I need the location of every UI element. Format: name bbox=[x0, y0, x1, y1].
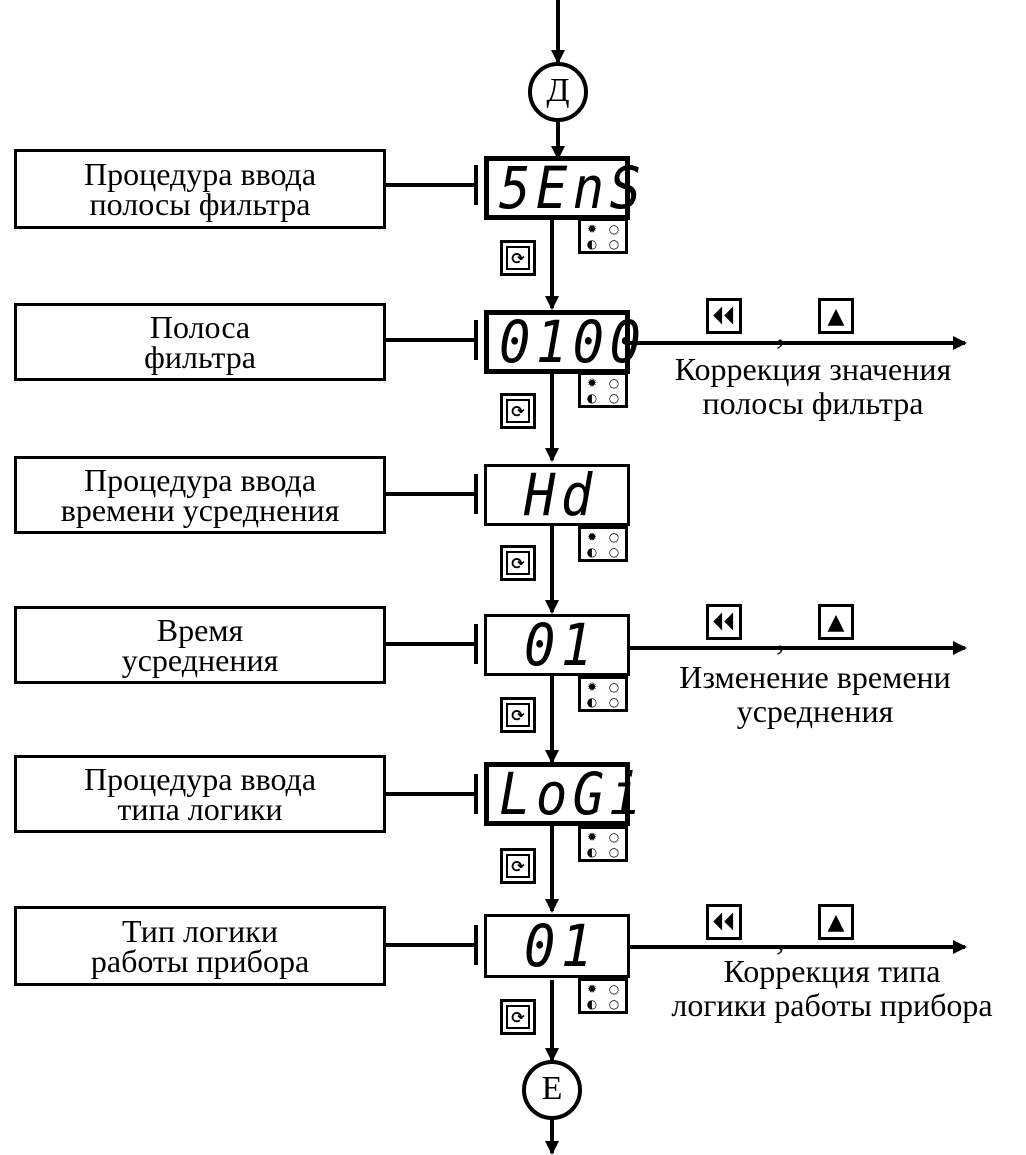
led-off-icon: ○ bbox=[608, 221, 620, 236]
increment-button-step-6[interactable]: ▲ bbox=[818, 904, 854, 940]
step-5-label-box: Процедура ввода типа логики bbox=[14, 755, 386, 833]
led-on-icon: ✹ bbox=[586, 981, 598, 996]
shift-button-step-2[interactable]: ⏴⏴ bbox=[706, 298, 742, 334]
step-5-label-line-2: типа логики bbox=[117, 791, 283, 827]
step-5-label-line-1: Процедура ввода bbox=[83, 761, 317, 797]
step-1-display-value: 5EnS bbox=[499, 154, 647, 222]
shift-button-step-6[interactable]: ⏴⏴ bbox=[706, 904, 742, 940]
step-1-label-box: Процедура ввода полосы фильтра bbox=[14, 149, 386, 229]
connector-bottom-label: E bbox=[541, 1070, 563, 1107]
led-off-icon: ○ bbox=[608, 544, 620, 559]
led-off-icon: ○ bbox=[608, 694, 620, 709]
step-5-display: LoGi bbox=[484, 762, 641, 826]
cycle-button-5[interactable]: ⟳ bbox=[500, 848, 536, 884]
step-6-action-line-2: логики работы прибора bbox=[671, 987, 993, 1023]
step-2-label-box: Полоса фильтра bbox=[14, 303, 386, 381]
cycle-icon: ⟳ bbox=[506, 246, 530, 270]
up-triangle-icon: ▲ bbox=[827, 909, 845, 935]
led-half-icon: ◐ bbox=[586, 544, 598, 559]
led-half-icon: ◐ bbox=[586, 694, 598, 709]
increment-button-step-2[interactable]: ▲ bbox=[818, 298, 854, 334]
step-3-label-line-2: времени усреднения bbox=[60, 492, 340, 528]
cycle-button-1[interactable]: ⟳ bbox=[500, 240, 536, 276]
double-left-arrow-icon: ⏴⏴ bbox=[712, 609, 735, 635]
cycle-icon: ⟳ bbox=[506, 551, 530, 575]
step-4-display: 01 bbox=[484, 614, 630, 676]
cycle-button-2[interactable]: ⟳ bbox=[500, 393, 536, 429]
step-6-led-indicators: ✹ ○ ◐ ○ bbox=[578, 978, 628, 1014]
up-triangle-icon: ▲ bbox=[827, 609, 845, 635]
led-off-icon: ○ bbox=[608, 679, 620, 694]
step-4-led-indicators: ✹ ○ ◐ ○ bbox=[578, 676, 628, 712]
led-on-icon: ✹ bbox=[586, 679, 598, 694]
led-half-icon: ◐ bbox=[586, 996, 598, 1011]
step-1-label-line-1: Процедура ввода bbox=[83, 156, 317, 192]
step-2-action-line-2: полосы фильтра bbox=[702, 385, 924, 421]
step-6-display: 01 bbox=[484, 914, 630, 978]
cycle-icon: ⟳ bbox=[506, 1005, 530, 1029]
shift-button-step-4[interactable]: ⏴⏴ bbox=[706, 604, 742, 640]
step-6-action-line-1: Коррекция типа bbox=[723, 953, 941, 989]
step-4-display-value: 01 bbox=[524, 611, 598, 679]
led-on-icon: ✹ bbox=[586, 221, 598, 236]
cycle-icon: ⟳ bbox=[506, 703, 530, 727]
step-6-label-line-2: работы прибора bbox=[90, 943, 310, 979]
step-2-label-line-1: Полоса bbox=[149, 309, 251, 345]
step-2-display-value: 0100 bbox=[499, 308, 647, 376]
step-2-action-line-1: Коррекция значения bbox=[674, 351, 952, 387]
cycle-icon: ⟳ bbox=[506, 854, 530, 878]
step-3-label-box: Процедура ввода времени усреднения bbox=[14, 456, 386, 534]
led-on-icon: ✹ bbox=[586, 529, 598, 544]
led-off-icon: ○ bbox=[608, 844, 620, 859]
separator-comma: , bbox=[776, 917, 785, 957]
step-2-label-line-2: фильтра bbox=[144, 339, 256, 375]
cycle-button-4[interactable]: ⟳ bbox=[500, 697, 536, 733]
led-half-icon: ◐ bbox=[586, 236, 598, 251]
increment-button-step-4[interactable]: ▲ bbox=[818, 604, 854, 640]
led-off-icon: ○ bbox=[608, 996, 620, 1011]
cycle-icon: ⟳ bbox=[506, 399, 530, 423]
led-off-icon: ○ bbox=[608, 236, 620, 251]
led-off-icon: ○ bbox=[608, 390, 620, 405]
led-half-icon: ◐ bbox=[586, 844, 598, 859]
step-5-led-indicators: ✹ ○ ◐ ○ bbox=[578, 826, 628, 862]
step-1-led-indicators: ✹ ○ ◐ ○ bbox=[578, 218, 628, 254]
step-4-label-box: Время усреднения bbox=[14, 606, 386, 684]
double-left-arrow-icon: ⏴⏴ bbox=[712, 303, 735, 329]
cycle-button-3[interactable]: ⟳ bbox=[500, 545, 536, 581]
separator-comma: , bbox=[776, 311, 785, 351]
connector-top-label: Д bbox=[546, 72, 570, 109]
step-4-action-text: Изменение времени усреднения bbox=[650, 660, 980, 728]
step-2-display: 0100 bbox=[484, 310, 641, 374]
step-4-label-line-1: Время bbox=[156, 612, 244, 648]
led-on-icon: ✹ bbox=[586, 829, 598, 844]
step-3-display-value: Hd bbox=[524, 461, 598, 529]
step-6-action-text: Коррекция типа логики работы прибора bbox=[640, 954, 1024, 1022]
led-off-icon: ○ bbox=[608, 981, 620, 996]
step-2-led-indicators: ✹ ○ ◐ ○ bbox=[578, 372, 628, 408]
step-3-display: Hd bbox=[484, 464, 630, 526]
step-4-label-line-2: усреднения bbox=[121, 642, 279, 678]
led-off-icon: ○ bbox=[608, 529, 620, 544]
led-on-icon: ✹ bbox=[586, 375, 598, 390]
step-6-display-value: 01 bbox=[524, 912, 598, 980]
led-half-icon: ◐ bbox=[586, 390, 598, 405]
step-6-label-box: Тип логики работы прибора bbox=[14, 906, 386, 986]
step-5-display-value: LoGi bbox=[499, 760, 647, 828]
led-off-icon: ○ bbox=[608, 375, 620, 390]
step-3-label-line-1: Процедура ввода bbox=[83, 462, 317, 498]
double-left-arrow-icon: ⏴⏴ bbox=[712, 909, 735, 935]
step-6-label-line-1: Тип логики bbox=[122, 913, 278, 949]
up-triangle-icon: ▲ bbox=[827, 303, 845, 329]
led-off-icon: ○ bbox=[608, 829, 620, 844]
cycle-button-6[interactable]: ⟳ bbox=[500, 999, 536, 1035]
step-4-action-line-1: Изменение времени bbox=[679, 659, 951, 695]
step-1-display: 5EnS bbox=[484, 156, 641, 220]
step-3-led-indicators: ✹ ○ ◐ ○ bbox=[578, 526, 628, 562]
step-4-action-line-2: усреднения bbox=[736, 693, 894, 729]
step-1-label-line-2: полосы фильтра bbox=[89, 186, 311, 222]
separator-comma: , bbox=[776, 617, 785, 657]
step-2-action-text: Коррекция значения полосы фильтра bbox=[648, 352, 978, 420]
